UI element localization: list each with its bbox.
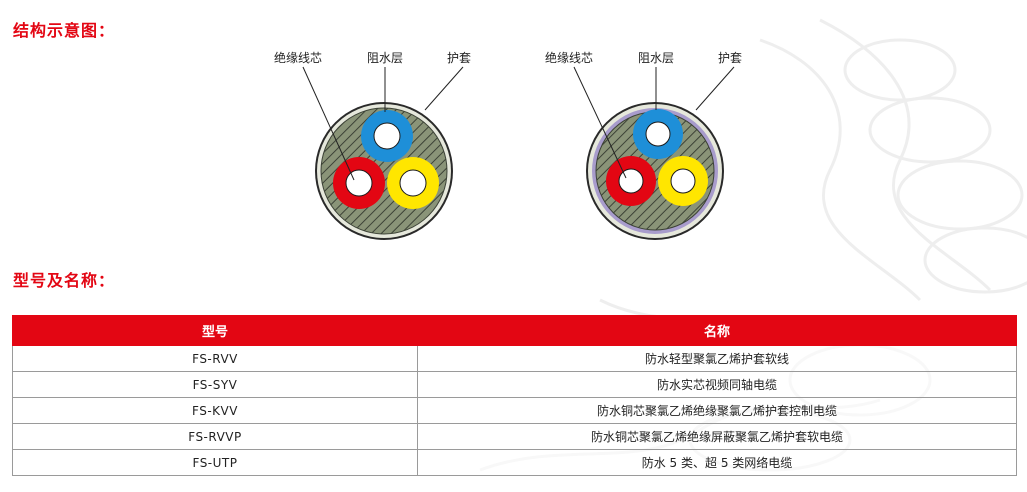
model-name-table: 型号 名称 FS-RVV 防水轻型聚氯乙烯护套软线 FS-SYV 防水实芯视频同… <box>12 315 1017 476</box>
leader-sheath <box>695 66 735 111</box>
cell-name: 防水铜芯聚氯乙烯绝缘聚氯乙烯护套控制电缆 <box>417 397 1017 424</box>
table-row: FS-RVVP 防水铜芯聚氯乙烯绝缘屏蔽聚氯乙烯护套软电缆 <box>12 423 1017 450</box>
table-header-row: 型号 名称 <box>12 315 1017 346</box>
header-name: 名称 <box>417 315 1017 346</box>
cell-model: FS-KVV <box>12 397 418 424</box>
leader-insulated-core <box>573 66 627 179</box>
label-insulated-core: 绝缘线芯 <box>274 51 323 65</box>
cell-name: 防水轻型聚氯乙烯护套软线 <box>417 345 1017 372</box>
blue-core-conductor <box>645 121 671 147</box>
label-water-block: 阻水层 <box>638 51 675 65</box>
model-section-title: 型号及名称： <box>13 271 116 290</box>
cell-model: FS-UTP <box>12 449 418 476</box>
table-row: FS-SYV 防水实芯视频同轴电缆 <box>12 371 1017 398</box>
label-insulated-core: 绝缘线芯 <box>545 51 594 65</box>
blue-core-conductor <box>373 122 401 150</box>
cell-name: 防水铜芯聚氯乙烯绝缘屏蔽聚氯乙烯护套软电缆 <box>417 423 1017 450</box>
label-sheath: 护套 <box>718 51 743 65</box>
cable-cross-section-shielded: 绝缘线芯 阻水层 护套 <box>545 40 768 245</box>
cable-diagram-graphic <box>573 66 735 240</box>
leader-sheath <box>424 66 464 111</box>
cell-model: FS-RVV <box>12 345 418 372</box>
yellow-core-conductor <box>399 169 427 197</box>
cell-name: 防水 5 类、超 5 类网络电缆 <box>417 449 1017 476</box>
cell-model: FS-SYV <box>12 371 418 398</box>
header-model: 型号 <box>12 315 418 346</box>
table-row: FS-RVV 防水轻型聚氯乙烯护套软线 <box>12 345 1017 372</box>
yellow-core-conductor <box>670 168 696 194</box>
label-water-block: 阻水层 <box>367 51 404 65</box>
red-core-conductor <box>618 168 644 194</box>
cell-model: FS-RVVP <box>12 423 418 450</box>
label-sheath: 护套 <box>447 51 472 65</box>
table-row: FS-UTP 防水 5 类、超 5 类网络电缆 <box>12 449 1017 476</box>
red-core-conductor <box>345 169 373 197</box>
cable-cross-section-unshielded: 绝缘线芯 阻水层 护套 <box>274 40 497 245</box>
cable-diagram-graphic <box>302 66 464 240</box>
cell-name: 防水实芯视频同轴电缆 <box>417 371 1017 398</box>
structure-section-title: 结构示意图： <box>13 21 116 40</box>
table-row: FS-KVV 防水铜芯聚氯乙烯绝缘聚氯乙烯护套控制电缆 <box>12 397 1017 424</box>
leader-insulated-core <box>302 66 355 181</box>
